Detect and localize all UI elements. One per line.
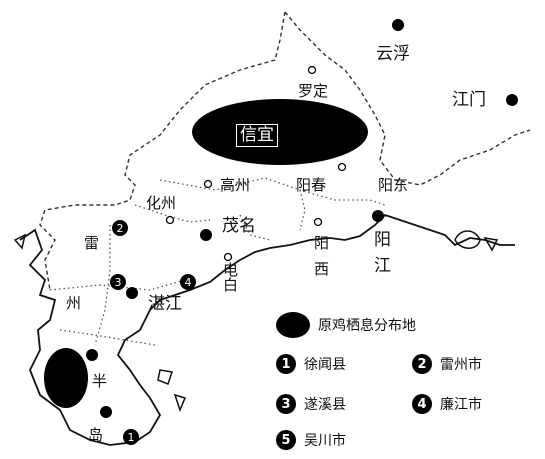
label-yangjiang-2: 江: [374, 256, 391, 276]
number-3-icon: 3: [276, 394, 296, 414]
county-boundary-2: [299, 189, 306, 231]
label-huazhou: 化州: [146, 194, 177, 212]
coastline-islands: [13, 230, 499, 413]
dot-maoming: [200, 229, 212, 241]
number-1-icon: 1: [276, 354, 296, 374]
dot-dianbai: [223, 252, 233, 262]
dot-yunfu: [392, 19, 404, 31]
legend-item-2: 2 雷州市: [412, 354, 482, 374]
svg-text:3: 3: [115, 276, 122, 289]
legend: 原鸡栖息分布地 1 徐闻县 2 雷州市 3 遂溪县 4 廉江市 5 吴川市: [276, 306, 536, 456]
habitat-leizhou: [44, 348, 88, 408]
label-gaozhou: 高州: [220, 176, 251, 194]
county-boundary-6: [59, 329, 156, 346]
number-4-icon: 4: [412, 394, 432, 414]
legend-habitat-label: 原鸡栖息分布地: [318, 318, 416, 334]
boundary-east: [284, 11, 531, 186]
dot-gaozhou: [203, 179, 213, 189]
label-zhanjiang: 湛江: [148, 294, 182, 314]
dot-huazhou: [165, 215, 175, 225]
number-2-icon: 2: [412, 354, 432, 374]
legend-habitat: 原鸡栖息分布地: [276, 312, 416, 338]
svg-text:2: 2: [117, 222, 124, 235]
legend-item-label: 雷州市: [440, 357, 482, 373]
county-boundary-3: [134, 204, 211, 223]
county-boundary-7: [239, 214, 271, 241]
boundary-north: [39, 11, 286, 291]
habitat-swatch-icon: [276, 312, 310, 338]
county-boundary-5: [94, 225, 111, 346]
label-yangdong: 阳东: [378, 176, 409, 194]
dot-luoding: [307, 65, 317, 75]
legend-item-4: 4 廉江市: [412, 394, 482, 414]
map-marker-4: 4: [180, 274, 196, 290]
map-marker-1: 1: [123, 429, 139, 445]
county-boundary-1: [159, 177, 386, 206]
dot-yangxi: [313, 217, 323, 227]
map-marker-3: 3: [110, 274, 126, 290]
label-yangchun: 阳春: [296, 176, 327, 194]
coastline: [19, 213, 515, 446]
legend-item-label: 廉江市: [440, 397, 482, 413]
label-yunfu: 云浮: [376, 44, 410, 64]
dot-leizhou: [86, 349, 98, 361]
legend-item-5: 5 吴川市: [276, 430, 346, 450]
label-yangjiang-1: 阳: [374, 230, 391, 250]
label-peninsula-ban: 半: [92, 372, 108, 390]
legend-item-label: 徐闻县: [304, 357, 346, 373]
legend-item-3: 3 遂溪县: [276, 394, 346, 414]
label-yangxi-1: 阳: [314, 234, 330, 252]
label-peninsula-zhou: 州: [66, 294, 82, 312]
legend-item-label: 吴川市: [304, 433, 346, 449]
dot-zhanjiang: [126, 287, 138, 299]
label-xinyi: 信宜: [236, 124, 278, 147]
label-yangxi-2: 西: [314, 260, 330, 278]
svg-text:4: 4: [185, 276, 192, 289]
map-marker-2: 2: [112, 220, 128, 236]
label-peninsula-lei: 雷: [84, 234, 100, 252]
legend-item-label: 遂溪县: [304, 397, 346, 413]
dot-xuwen: [100, 406, 112, 418]
dot-jiangmen: [506, 94, 518, 106]
svg-text:1: 1: [128, 431, 135, 444]
label-maoming: 茂名: [222, 216, 256, 236]
legend-item-1: 1 徐闻县: [276, 354, 346, 374]
label-dianbai: 电白: [221, 262, 239, 292]
habitat-xinyi: [192, 99, 368, 165]
dot-yangjiang: [372, 210, 384, 222]
label-luoding: 罗定: [298, 82, 329, 100]
number-5-icon: 5: [276, 430, 296, 450]
label-jiangmen: 江门: [452, 90, 486, 110]
dot-yangchun: [337, 162, 347, 172]
label-peninsula-dao: 岛: [88, 426, 104, 444]
